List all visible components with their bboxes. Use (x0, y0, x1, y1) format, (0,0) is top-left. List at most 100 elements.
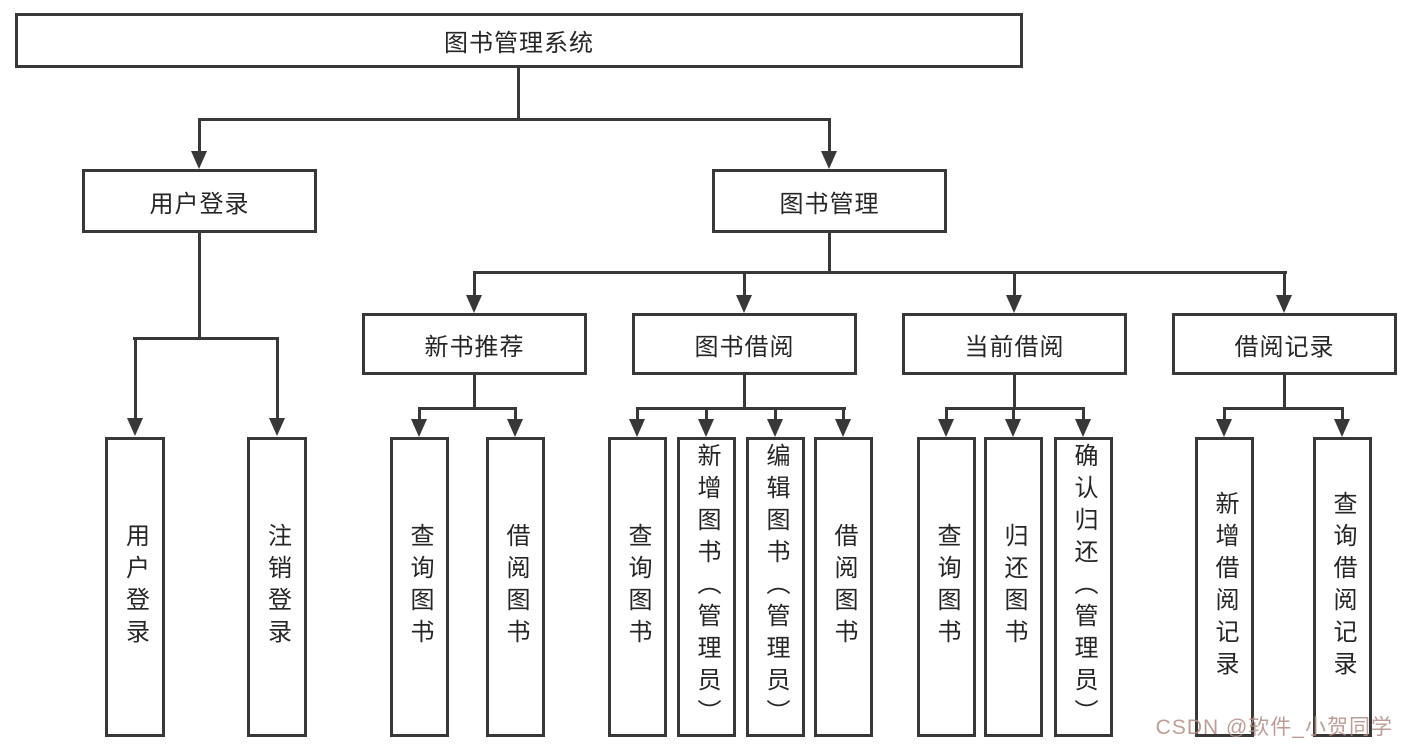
arrow-to-leaf-logout (269, 337, 285, 436)
connector-current-stem (1013, 375, 1016, 409)
leaf-user-login: 用户登录 (105, 437, 165, 737)
arrow-head-icon (1006, 295, 1022, 313)
arrow-to-query-borrow-record (1334, 407, 1350, 437)
arrow-head-icon (698, 419, 714, 437)
arrow-head-icon (466, 295, 482, 313)
arrow-head-icon (1216, 419, 1232, 437)
arrow-stem (1222, 407, 1226, 421)
arrow-head-icon (127, 418, 143, 436)
connector-root-hline (198, 118, 831, 121)
arrow-head-icon (821, 151, 837, 169)
node-user-login: 用户登录 (82, 169, 317, 233)
leaf-query-books-borrow: 查询图书 (608, 437, 667, 737)
connector-user-login-hline (133, 337, 279, 340)
arrow-stem (197, 118, 201, 153)
arrow-stem (1011, 407, 1015, 421)
arrow-to-borrow-books-recommend (507, 407, 523, 437)
connector-book-mgmt-stem (828, 233, 831, 273)
arrow-to-return-books (1005, 407, 1021, 437)
arrow-to-add-borrow-record (1216, 407, 1232, 437)
arrow-stem (704, 407, 708, 421)
leaf-label: 编辑图书（管理员） (762, 443, 789, 731)
arrow-head-icon (1075, 419, 1091, 437)
leaf-label: 借阅图书 (830, 523, 857, 651)
arrow-to-edit-books (767, 407, 783, 437)
leaf-return-books: 归还图书 (984, 437, 1043, 737)
arrow-head-icon (938, 419, 954, 437)
arrow-to-confirm-return (1075, 407, 1091, 437)
node-borrow-records-label: 借阅记录 (1234, 333, 1335, 361)
arrow-head-icon (1334, 419, 1350, 437)
leaf-label: 确认归还（管理员） (1070, 443, 1097, 731)
leaf-label: 查询图书 (624, 523, 651, 651)
connector-user-login-stem (198, 233, 201, 337)
connector-records-stem (1283, 375, 1286, 409)
arrow-to-add-books (698, 407, 714, 437)
csdn-watermark: CSDN @软件_小贺同学 (1155, 716, 1393, 739)
arrow-to-new-book-recommend (466, 271, 482, 313)
arrow-stem (773, 407, 777, 421)
arrow-stem (513, 407, 517, 421)
leaf-confirm-return-admin: 确认归还（管理员） (1054, 437, 1113, 737)
leaf-label: 查询图书 (933, 523, 960, 651)
connector-records-hline (1223, 407, 1344, 410)
arrow-to-query-books-current (938, 407, 954, 437)
leaf-logout: 注销登录 (247, 437, 307, 737)
arrow-to-book-borrow (736, 271, 752, 313)
leaf-query-books-current: 查询图书 (917, 437, 976, 737)
leaf-borrow-books-recommend: 借阅图书 (486, 437, 545, 737)
arrow-stem (841, 407, 845, 421)
arrow-stem (1282, 271, 1286, 297)
node-root-system: 图书管理系统 (15, 13, 1023, 68)
connector-book-mgmt-hline (473, 271, 1287, 274)
leaf-query-books-recommend: 查询图书 (390, 437, 449, 737)
leaf-logout-label: 注销登录 (263, 523, 291, 651)
arrow-stem (742, 271, 746, 297)
arrow-to-current-borrow (1006, 271, 1022, 313)
arrow-to-book-management (821, 118, 837, 169)
node-current-borrow-label: 当前借阅 (964, 333, 1065, 361)
arrow-stem (417, 407, 421, 421)
arrow-stem (944, 407, 948, 421)
leaf-label: 新增图书（管理员） (693, 443, 720, 731)
node-current-borrow: 当前借阅 (902, 313, 1127, 375)
arrow-head-icon (507, 419, 523, 437)
leaf-label: 新增借阅记录 (1211, 491, 1238, 683)
connector-current-hline (945, 407, 1085, 410)
arrow-head-icon (835, 419, 851, 437)
arrow-stem (472, 271, 476, 297)
connector-recommend-hline (418, 407, 517, 410)
node-new-book-recommend-label: 新书推荐 (424, 333, 525, 361)
arrow-stem (635, 407, 639, 421)
node-new-book-recommend: 新书推荐 (362, 313, 587, 375)
leaf-edit-books-admin: 编辑图书（管理员） (746, 437, 805, 737)
arrow-to-borrow-records (1276, 271, 1292, 313)
leaf-label: 归还图书 (1000, 523, 1027, 651)
arrow-to-borrow-books (835, 407, 851, 437)
leaf-add-borrow-record: 新增借阅记录 (1195, 437, 1254, 737)
connector-recommend-stem (473, 375, 476, 409)
arrow-head-icon (411, 419, 427, 437)
arrow-to-query-books-borrow (629, 407, 645, 437)
node-book-borrow-label: 图书借阅 (694, 333, 795, 361)
leaf-user-login-label: 用户登录 (121, 523, 149, 651)
node-book-management-label: 图书管理 (779, 190, 880, 218)
leaf-add-books-admin: 新增图书（管理员） (677, 437, 736, 737)
arrow-head-icon (767, 419, 783, 437)
arrow-stem (1081, 407, 1085, 421)
leaf-label: 借阅图书 (502, 523, 529, 651)
arrow-to-user-login (191, 118, 207, 169)
leaf-query-borrow-record: 查询借阅记录 (1313, 437, 1372, 737)
arrow-stem (275, 337, 279, 420)
arrow-stem (1340, 407, 1344, 421)
leaf-borrow-books: 借阅图书 (814, 437, 873, 737)
node-borrow-records: 借阅记录 (1172, 313, 1397, 375)
arrow-stem (1012, 271, 1016, 297)
arrow-head-icon (1005, 419, 1021, 437)
node-user-login-label: 用户登录 (149, 190, 250, 218)
arrow-head-icon (269, 418, 285, 436)
connector-borrow-hline (636, 407, 846, 410)
arrow-to-query-books-recommend (411, 407, 427, 437)
arrow-to-leaf-user-login (127, 337, 143, 436)
